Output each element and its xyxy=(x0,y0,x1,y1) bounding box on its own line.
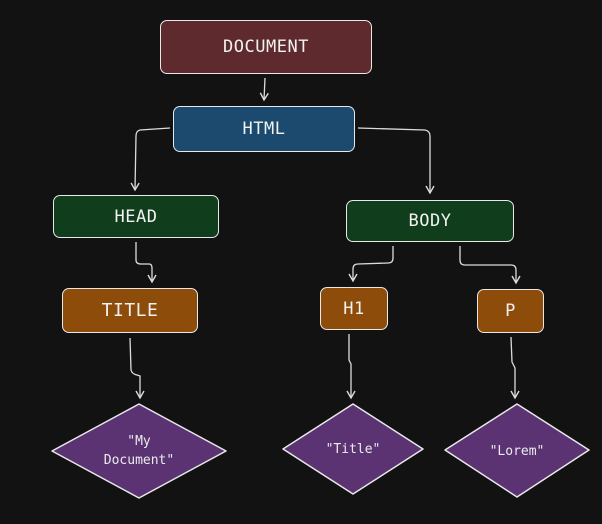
text-node-title: "Title" xyxy=(325,441,381,457)
diamond-my-document xyxy=(51,403,227,499)
arrow-body-p xyxy=(459,246,521,285)
text-node-my-document: "My Document" xyxy=(103,434,175,468)
arrow-p-lorem xyxy=(510,336,520,400)
node-head: HEAD xyxy=(53,195,219,238)
arrow-document-html xyxy=(259,77,269,102)
node-title: TITLE xyxy=(62,288,198,333)
diamond-title xyxy=(282,403,424,495)
node-body: BODY xyxy=(346,200,514,242)
diamond-lorem xyxy=(444,403,590,498)
text-node-lorem: "Lorem" xyxy=(489,443,545,459)
arrow-html-head xyxy=(130,127,171,192)
node-document: DOCUMENT xyxy=(160,20,372,74)
arrow-h1-title xyxy=(346,334,356,400)
node-html: HTML xyxy=(173,106,355,152)
arrow-head-title xyxy=(135,242,157,284)
arrow-html-body xyxy=(357,127,435,195)
node-h1: H1 xyxy=(320,287,388,330)
node-p: P xyxy=(477,289,544,333)
arrow-body-h1 xyxy=(348,246,394,283)
arrow-title-mydoc xyxy=(129,337,145,400)
